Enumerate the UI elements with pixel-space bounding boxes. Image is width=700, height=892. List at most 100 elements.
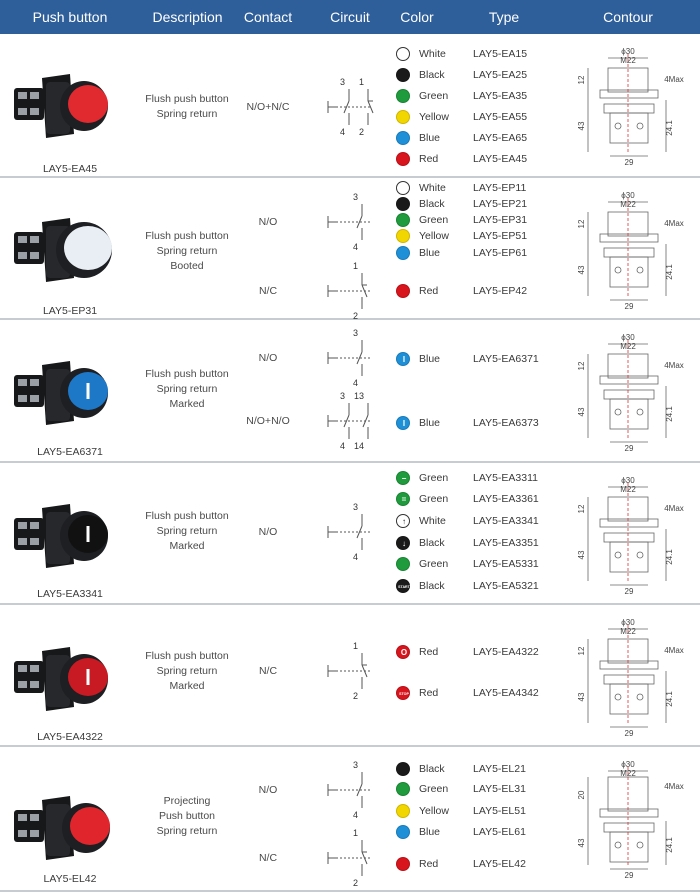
color-label: Yellow — [419, 111, 449, 123]
section-lay5-ea3341 — [0, 463, 700, 605]
contact-body — [609, 541, 649, 573]
contact-body — [609, 256, 649, 288]
color-swatch-white: ↑ — [396, 514, 410, 528]
swatch-symbol: I — [402, 355, 406, 364]
type-code: LAY5-EA5331 — [473, 558, 539, 570]
terminal-screw — [30, 379, 39, 386]
no-contact — [343, 414, 350, 428]
color-label: Black — [419, 763, 445, 775]
product-name: LAY5-EA3341 — [37, 588, 103, 600]
terminal-number: 13 — [354, 391, 364, 401]
terminal-screw — [18, 92, 27, 99]
terminal-screw — [18, 665, 27, 672]
actuator-symbol — [327, 526, 336, 538]
contact-type: N/O — [258, 526, 278, 538]
actuator-symbol — [327, 784, 336, 796]
type-code: LAY5-EL61 — [473, 826, 526, 838]
dimension-label: 29 — [625, 871, 634, 879]
color-label: Red — [419, 858, 439, 870]
type-code: LAY5-EL21 — [473, 763, 526, 775]
color-swatch-blue — [396, 246, 410, 260]
color-label: Black — [419, 69, 445, 81]
color-label: Red — [419, 646, 439, 658]
dimension-label: 24.1 — [665, 691, 674, 707]
color-label: Black — [419, 198, 445, 210]
terminal-screw — [30, 830, 39, 837]
type-code: LAY5-EP61 — [473, 247, 528, 259]
color-swatch-green — [396, 89, 410, 103]
dimension-label: ϕ30 — [621, 476, 635, 485]
contact-type: N/O — [258, 216, 278, 228]
no-contact — [362, 414, 369, 428]
color-label: Blue — [419, 417, 441, 429]
dimension-label: 24.1 — [665, 120, 674, 136]
description-line: Flush push button — [145, 649, 229, 662]
type-code: LAY5-EA3311 — [473, 472, 538, 484]
color-label: Blue — [419, 132, 441, 144]
dimension-label: 4Max — [664, 75, 684, 84]
type-code: LAY5-EA3351 — [473, 537, 539, 549]
description-line: Spring return — [156, 524, 218, 537]
color-swatch-green: = — [396, 492, 410, 506]
terminal-screw — [30, 236, 39, 243]
type-code: LAY5-EA4342 — [473, 687, 539, 699]
nut — [603, 103, 655, 114]
header-col-contour: Contour — [603, 9, 653, 25]
no-contact — [343, 100, 350, 114]
contact-body — [609, 683, 649, 715]
flange — [599, 518, 659, 528]
color-label: Black — [419, 580, 445, 592]
terminal-screw — [30, 814, 39, 821]
dimension-label: 43 — [577, 550, 586, 559]
screw — [614, 408, 622, 416]
terminal-screw — [30, 92, 39, 99]
product-image — [14, 647, 108, 711]
color-swatch-red — [396, 857, 410, 871]
actuator-symbol — [327, 415, 336, 427]
color-swatch-red — [396, 284, 410, 298]
terminal-number: 4 — [340, 441, 345, 451]
color-label: Green — [419, 214, 449, 226]
circuit-diagram: 34 — [327, 502, 370, 562]
color-swatch-green — [396, 782, 410, 796]
dimension-label: 12 — [577, 646, 586, 655]
nut — [603, 247, 655, 258]
terminal-number: 4 — [353, 810, 358, 820]
type-code: LAY5-EA5321 — [473, 580, 539, 592]
color-swatch-black — [396, 762, 410, 776]
type-code: LAY5-EA25 — [473, 69, 528, 81]
dimension-label: M22 — [620, 342, 636, 351]
dimension-label: 43 — [577, 121, 586, 130]
actuator-symbol — [327, 101, 336, 113]
actuator-symbol — [327, 665, 336, 677]
type-code: LAY5-EA6373 — [473, 417, 539, 429]
contact-type: N/C — [258, 665, 278, 677]
dimension-label: 43 — [577, 838, 586, 847]
color-swatch-yellow — [396, 804, 410, 818]
screw — [636, 841, 644, 849]
actuator-symbol — [327, 852, 336, 864]
type-code: LAY5-EA35 — [473, 90, 528, 102]
contact-type: N/C — [258, 285, 278, 297]
color-swatch-green — [396, 213, 410, 227]
product-image — [14, 74, 108, 138]
description-line: Marked — [169, 397, 205, 410]
actuator-symbol — [327, 352, 336, 364]
type-code: LAY5-EP42 — [473, 285, 528, 297]
nc-contact — [361, 664, 368, 678]
contact-type: N/O+N/C — [246, 101, 290, 113]
dimension-label: M22 — [620, 56, 636, 65]
description-line: Spring return — [156, 244, 218, 257]
terminal-screw — [30, 681, 39, 688]
terminal-screw — [30, 665, 39, 672]
terminal-screw — [30, 538, 39, 545]
button-cap — [64, 226, 112, 270]
dimension-label: 12 — [577, 504, 586, 513]
dimension-label: 12 — [577, 75, 586, 84]
screw — [636, 266, 644, 274]
type-code: LAY5-EA45 — [473, 153, 528, 165]
product-image — [14, 361, 108, 425]
